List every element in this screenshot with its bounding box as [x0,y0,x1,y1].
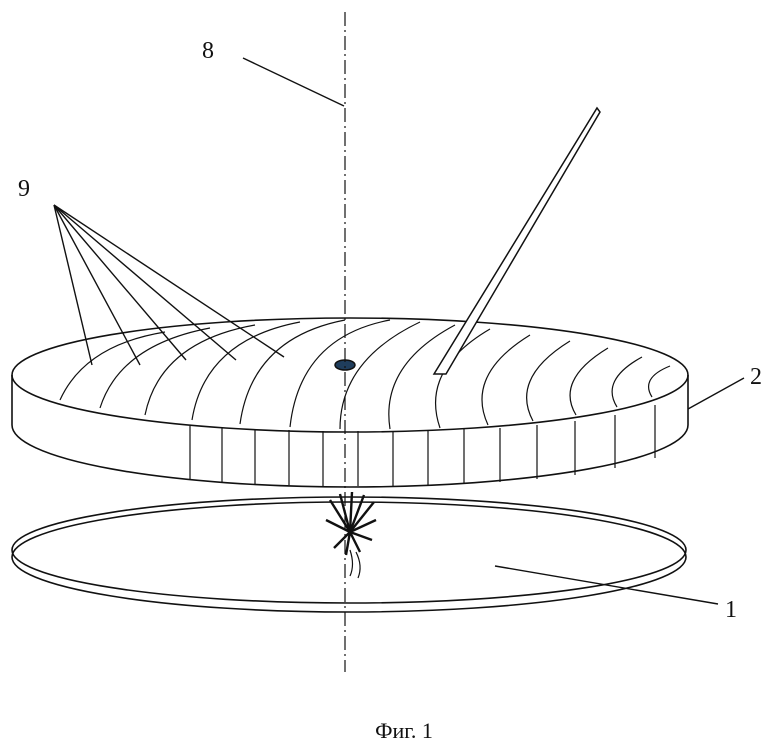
figure-caption: Фиг. 1 [375,718,433,743]
upper-disc [12,318,688,487]
lower-plate [12,497,686,612]
needle [434,108,600,374]
leader-lines [54,58,744,604]
label-grooves: 9 [18,176,30,202]
label-axis: 8 [202,38,214,64]
label-upper-disc: 2 [750,364,762,390]
grooves [60,320,670,429]
side-segments [190,405,655,486]
label-lower-plate: 1 [725,597,737,623]
fiber-bundle [326,492,376,578]
